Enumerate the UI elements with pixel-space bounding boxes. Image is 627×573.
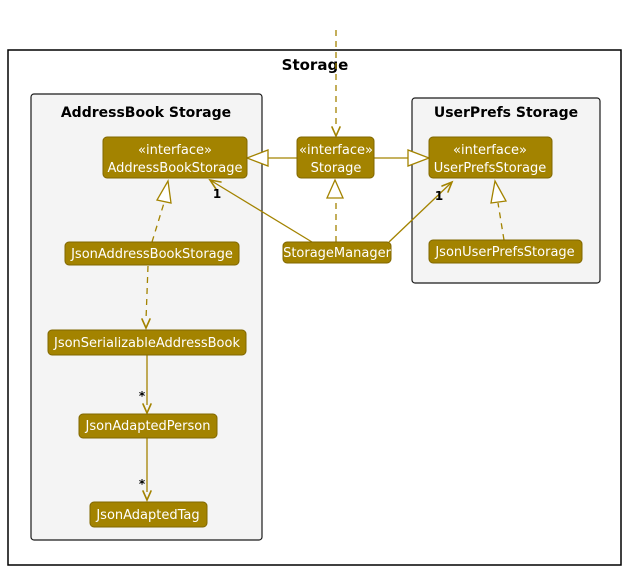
class-box	[47, 329, 247, 356]
stereotype-label: «interface»	[138, 143, 212, 158]
class-name-label: UserPrefsStorage	[434, 161, 547, 176]
edge-storagemanager-implements-storage	[325, 178, 345, 242]
open-arrowhead	[142, 403, 152, 415]
hollow-triangle	[407, 149, 431, 167]
hollow-triangle	[155, 179, 172, 204]
class-name-label: StorageManager	[283, 246, 392, 261]
class-userprefsstorage-interface: «interface» UserPrefsStorage	[428, 136, 553, 179]
class-jsonserializableaddressbook: JsonSerializableAddressBook	[47, 329, 247, 356]
class-name-label: AddressBookStorage	[108, 161, 243, 176]
class-name-label: JsonAddressBookStorage	[70, 247, 233, 262]
open-arrowhead	[142, 490, 152, 502]
class-box	[64, 241, 240, 266]
edge-jsonaddressbookstorage-implements-addressbookstorage	[151, 179, 172, 243]
class-box	[428, 239, 583, 264]
open-arrowhead	[141, 318, 151, 330]
edge-jsonuserprefsstorage-implements-userprefsstorage	[490, 179, 508, 241]
hollow-triangle	[490, 179, 508, 204]
multiplicity-label: *	[139, 477, 146, 491]
edge-storagemanager-to-userprefsstorage: 1	[388, 180, 454, 243]
edge-storagemanager-to-addressbookstorage: 1	[208, 178, 313, 243]
class-jsonaddressbookstorage: JsonAddressBookStorage	[64, 241, 240, 266]
open-arrowhead	[441, 180, 454, 193]
class-box	[102, 136, 248, 179]
class-name-label: JsonSerializableAddressBook	[53, 336, 240, 351]
package-userprefs-storage-title: UserPrefs Storage	[434, 105, 578, 121]
class-jsonadaptedtag: JsonAdaptedTag	[89, 501, 208, 528]
stereotype-label: «interface»	[453, 143, 527, 158]
class-name-label: JsonUserPrefsStorage	[434, 245, 574, 260]
class-jsonuserprefsstorage: JsonUserPrefsStorage	[428, 239, 583, 264]
multiplicity-label: *	[139, 389, 146, 403]
class-box	[282, 241, 392, 264]
association-line	[388, 181, 453, 243]
multiplicity-label: 1	[435, 189, 443, 203]
edge-storage-extends-userprefsstorage	[374, 149, 431, 167]
edge-jsonaddressbookstorage-to-jsonserializableaddressbook	[141, 265, 151, 330]
class-name-label: JsonAdaptedTag	[95, 508, 199, 523]
class-box	[428, 136, 553, 179]
open-arrowhead	[208, 178, 222, 190]
class-addressbookstorage-interface: «interface» AddressBookStorage	[102, 136, 248, 179]
class-storagemanager: StorageManager	[282, 241, 392, 264]
multiplicity-label: 1	[213, 187, 221, 201]
open-arrowhead	[331, 126, 341, 138]
class-box	[89, 501, 208, 528]
edge-jsonserializableaddressbook-to-jsonadaptedperson: *	[139, 355, 152, 415]
class-jsonadaptedperson: JsonAdaptedPerson	[78, 413, 218, 439]
edge-jsonadaptedperson-to-jsonadaptedtag: *	[139, 438, 152, 502]
class-name-label: JsonAdaptedPerson	[85, 419, 211, 434]
package-addressbook-storage-title: AddressBook Storage	[61, 105, 231, 121]
hollow-triangle	[325, 178, 345, 199]
association-line	[209, 179, 313, 243]
stereotype-label: «interface»	[299, 143, 373, 158]
realization-line	[151, 202, 165, 243]
edge-context-to-storage-dependency	[331, 30, 341, 138]
class-storage-interface: «interface» Storage	[296, 136, 375, 179]
class-name-label: Storage	[311, 161, 362, 176]
frame-title: Storage	[282, 56, 349, 74]
hollow-triangle	[245, 149, 269, 167]
class-box	[78, 413, 218, 439]
dependency-line	[145, 265, 149, 321]
edge-storage-extends-addressbookstorage	[245, 149, 297, 167]
class-box	[296, 136, 375, 179]
